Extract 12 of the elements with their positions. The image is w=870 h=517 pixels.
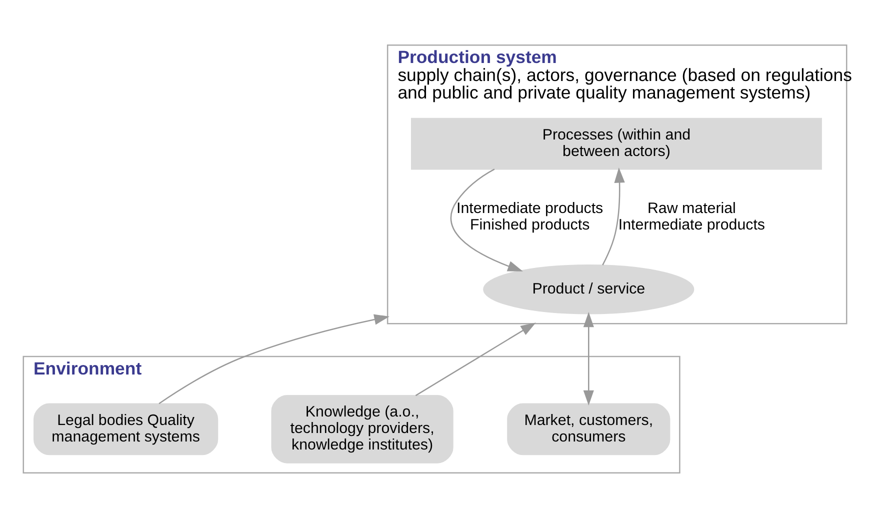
node-ellipse: Product / service [483, 264, 694, 314]
arrow [583, 311, 594, 406]
node-box: Knowledge (a.o., technology providers, knowledge institutes) [271, 394, 454, 463]
arrow [415, 322, 536, 396]
arrow [450, 168, 523, 271]
edge-label: Intermediate products Finished products [456, 199, 604, 233]
node-box: Processes (within and between actors) [410, 117, 822, 170]
node-box: Market, customers, consumers [507, 402, 670, 455]
arrow [158, 314, 390, 404]
node-box: Legal bodies Quality management systems [34, 402, 218, 455]
edge-label: Raw material Intermediate products [618, 199, 766, 233]
arrow [602, 167, 625, 265]
